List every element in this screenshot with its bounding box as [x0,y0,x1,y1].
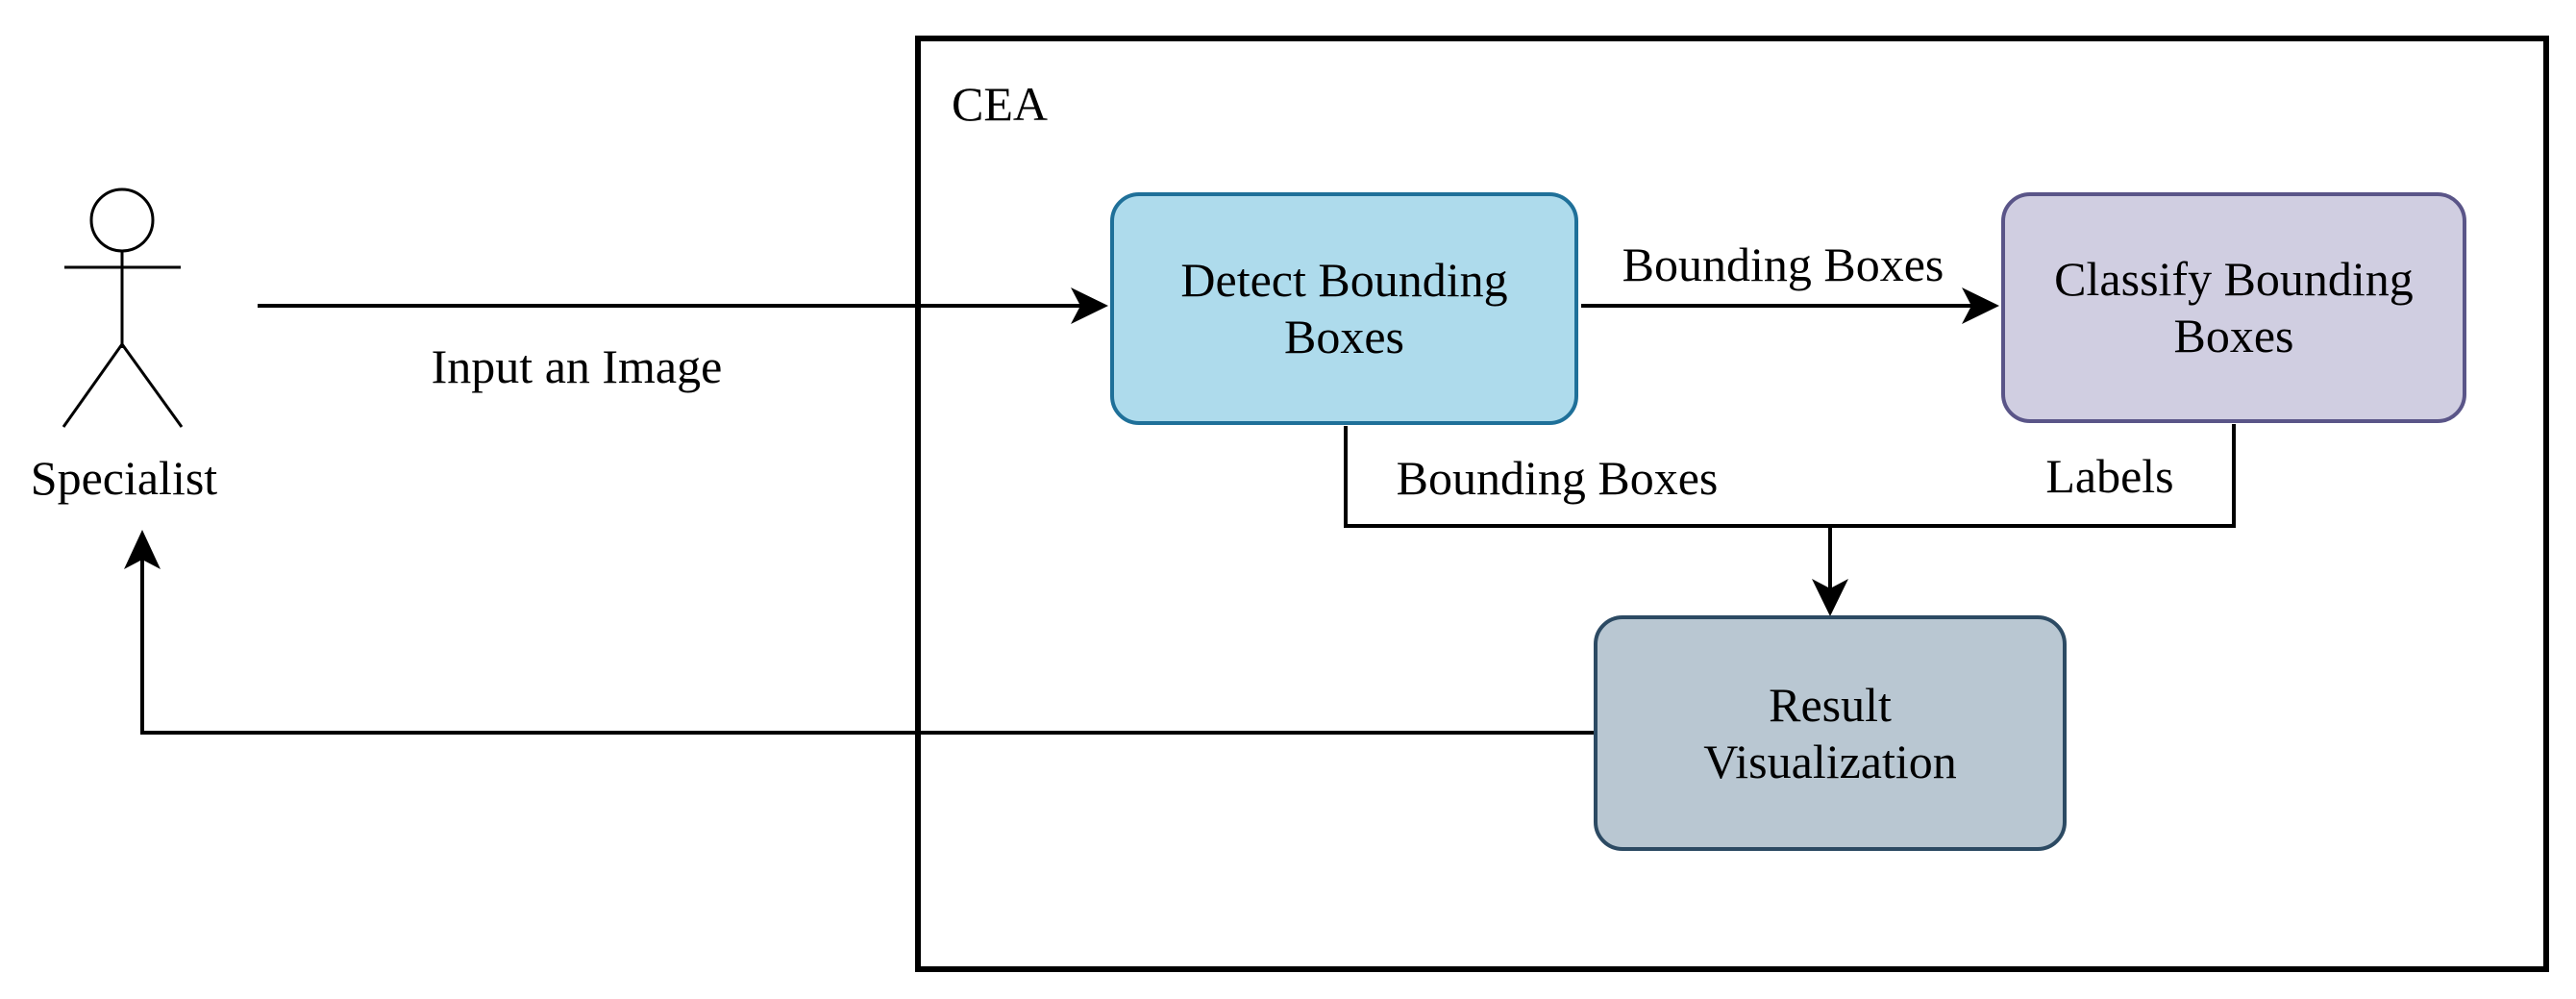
actor-head [89,187,155,253]
edge-result-arrowhead [1812,579,1848,616]
edge-label-bounding-boxes-top: Bounding Boxes [1622,237,1944,291]
node-classify-bounding-boxes: Classify Bounding Boxes [2001,192,2466,423]
node-detect-bounding-boxes: Detect Bounding Boxes [1110,192,1578,425]
edge-label-input-an-image: Input an Image [431,339,723,393]
node-label: Detect Bounding Boxes [1180,253,1508,363]
actor-leg-right [120,343,184,428]
edge-return-arrowhead [124,530,161,569]
edge-input-image-arrowhead [1071,287,1108,324]
actor-leg-left [62,343,124,428]
node-label: Result Visualization [1703,677,1957,788]
cea-container-label: CEA [952,77,1048,131]
node-result-visualization: Result Visualization [1594,615,2067,851]
actor-label-specialist: Specialist [30,451,218,505]
edge-bounding-boxes-arrowhead [1962,287,1999,324]
edge-label-labels: Labels [2045,449,2174,503]
edge-label-bounding-boxes-bottom: Bounding Boxes [1396,451,1719,505]
cea-container: CEA [915,36,2549,972]
node-label: Classify Bounding Boxes [2054,252,2414,362]
stick-figure-icon [62,187,184,428]
